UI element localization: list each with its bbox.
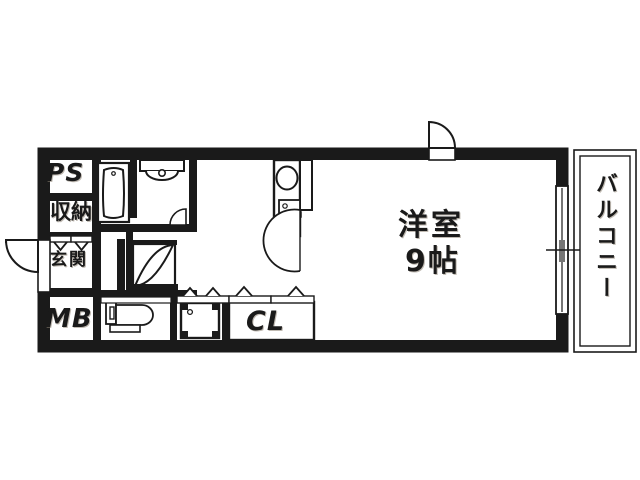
closet-doors[interactable] [176, 285, 316, 342]
top-wall-door[interactable] [428, 120, 457, 161]
bathtub-fixture [96, 161, 131, 224]
balcony-sliding-door[interactable] [546, 185, 580, 315]
vanity-sink-fixture [139, 159, 187, 226]
balcony-area [573, 149, 637, 353]
label-balcony: バルコニー [592, 172, 617, 302]
toilet-fixture [100, 296, 172, 333]
entrance-door[interactable] [4, 239, 51, 293]
label-genkan: 玄関 [50, 250, 88, 270]
label-main-room-name: 洋室 [398, 208, 464, 243]
label-closet: CL [246, 306, 286, 337]
label-pipe-shaft: PS [46, 158, 85, 187]
label-storage: 収納 [50, 200, 92, 224]
folding-door[interactable] [131, 240, 177, 289]
kitchen-sink-fixture [262, 158, 313, 273]
washing-machine-pan-fixture [179, 301, 221, 340]
shoe-cabinet-doors[interactable] [49, 235, 93, 252]
label-meter-box: MB [45, 304, 93, 334]
label-main-room-size: 9帖 [405, 244, 460, 279]
